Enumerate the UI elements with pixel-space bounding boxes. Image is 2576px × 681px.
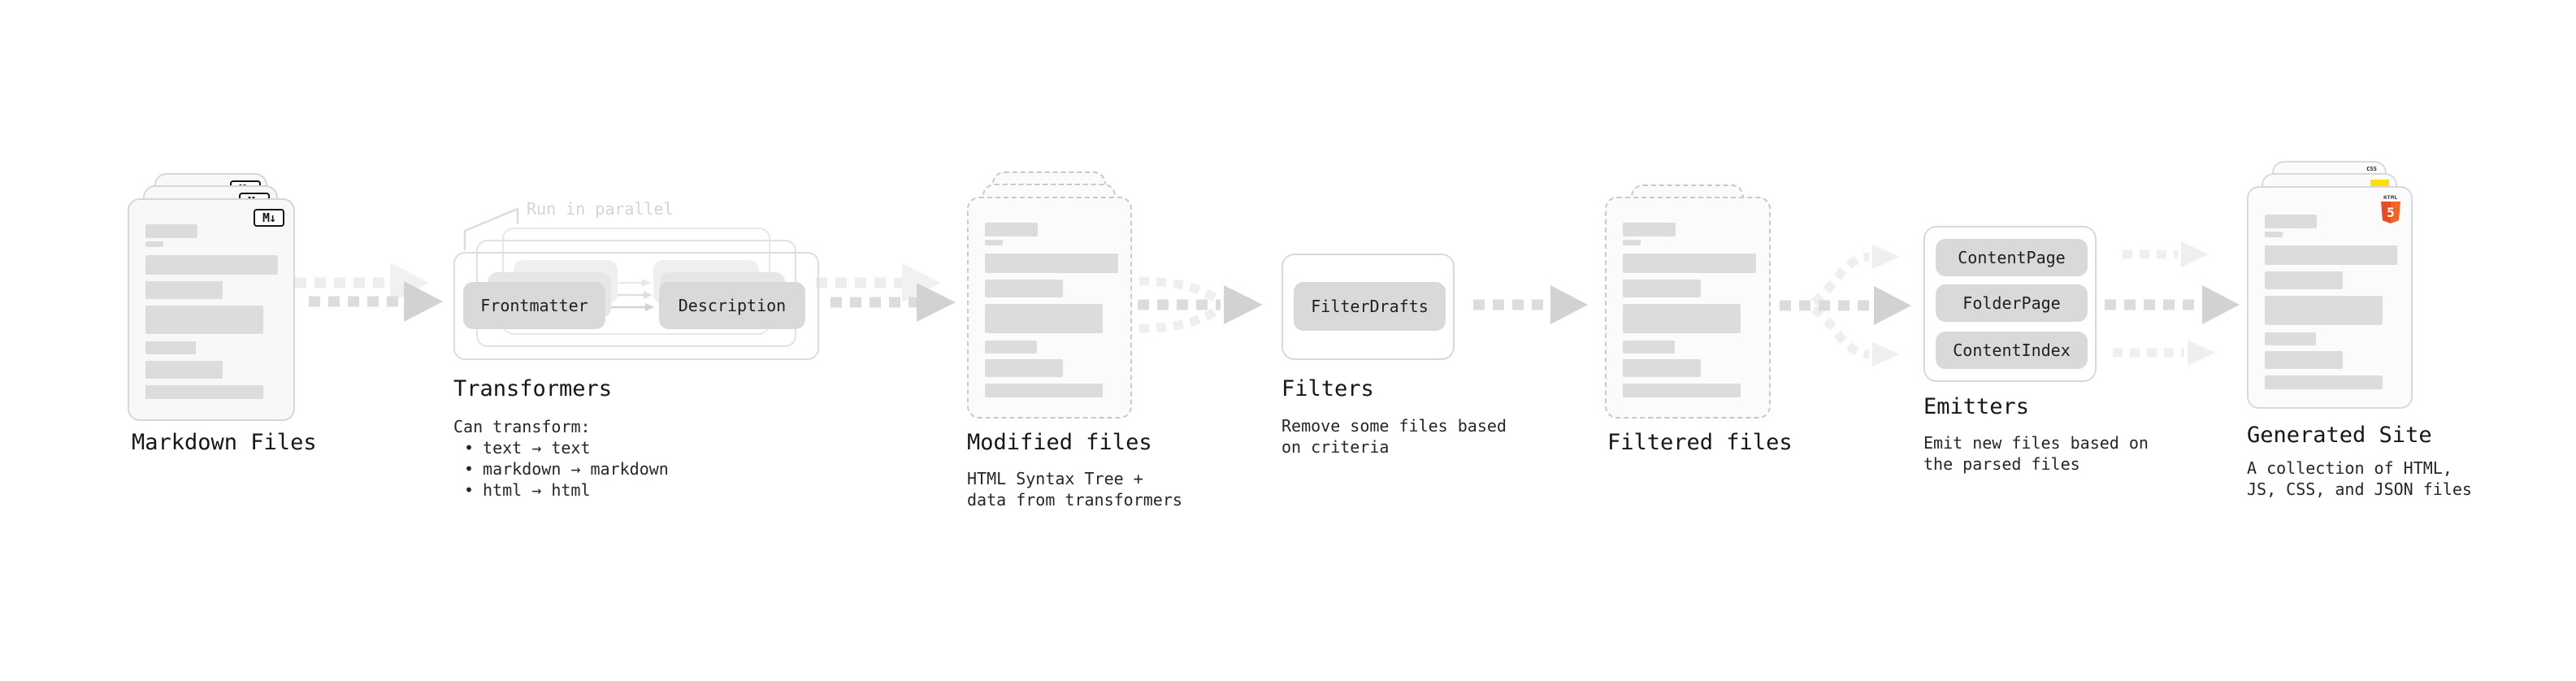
arrow-emitters-to-site-top: [2123, 241, 2209, 267]
doc-line: [2265, 271, 2343, 289]
can-transform-heading: Can transform:: [453, 417, 591, 436]
generated-subtitle: A collection of HTML, JS, CSS, and JSON …: [2247, 458, 2472, 499]
stage-title-generated: Generated Site: [2247, 423, 2432, 448]
stage-title-transformers: Transformers: [453, 376, 613, 401]
bullet-glyph: •: [464, 438, 475, 458]
arrow-emitters-to-site-middle: [2105, 285, 2240, 324]
bullet-glyph: •: [464, 480, 475, 500]
arrow-transformers-to-modified: [830, 283, 956, 322]
pill-label: ContentPage: [1958, 248, 2066, 267]
emitter-pill-folderpage: FolderPage: [1936, 284, 2088, 322]
doc-line: [1623, 384, 1741, 397]
bullet-item: • markdown → markdown: [464, 459, 669, 479]
emitters-subtitle: Emit new files based on the parsed files: [1923, 433, 2149, 474]
bullet-glyph: •: [464, 459, 475, 479]
doc-line: [2265, 351, 2343, 369]
stage-title-markdown: Markdown Files: [132, 430, 317, 455]
stage-title-filters: Filters: [1281, 376, 1374, 401]
arrow-markdown-to-transformers: [309, 281, 443, 322]
transformer-pill-frontmatter: Frontmatter: [463, 282, 605, 329]
doc-line: [2265, 232, 2283, 237]
pill-label: ContentIndex: [1953, 340, 2071, 360]
transformers-description: Can transform: • text → text • markdown …: [453, 416, 669, 501]
modified-subtitle: HTML Syntax Tree + data from transformer…: [967, 469, 1182, 510]
arrow-emitters-to-site-bottom: [2113, 340, 2215, 366]
doc-line: [2265, 215, 2317, 228]
filter-pill-filterdrafts: FilterDrafts: [1294, 282, 1446, 331]
doc-line: [985, 359, 1063, 377]
emitter-pill-contentpage: ContentPage: [1936, 239, 2088, 276]
stage-title-filtered: Filtered files: [1607, 430, 1793, 455]
doc-line: [1623, 359, 1701, 377]
doc-line: [1623, 240, 1641, 245]
arrow-modified-to-filters: [1138, 276, 1263, 333]
doc-line: [985, 223, 1038, 236]
emitter-pill-contentindex: ContentIndex: [1936, 332, 2088, 369]
filters-subtitle: Remove some files based on criteria: [1281, 416, 1507, 457]
doc-line: [145, 255, 278, 275]
doc-line: [1623, 254, 1756, 273]
emitters-container: ContentPage FolderPage ContentIndex: [1923, 226, 2097, 382]
transformer-pill-description: Description: [659, 282, 805, 329]
doc-line: [145, 281, 223, 299]
transformer-container-front: Frontmatter Description: [453, 252, 819, 360]
arrow-markdown-to-transformers-ghost: [295, 262, 429, 303]
doc-line: [985, 340, 1037, 354]
pill-label: Description: [678, 296, 787, 315]
doc-line: [145, 306, 263, 334]
doc-line: [145, 385, 263, 399]
bullet-item: • html → html: [464, 480, 591, 500]
doc-line: [985, 280, 1063, 297]
filters-container: FilterDrafts: [1281, 254, 1455, 360]
doc-line: [1623, 223, 1676, 236]
doc-line: [145, 224, 197, 238]
doc-line: [2265, 375, 2383, 389]
doc-line: [985, 304, 1103, 333]
bullet-item: • text → text: [464, 438, 591, 458]
site-file-card-html: HTML 5: [2247, 186, 2413, 409]
pill-label: FilterDrafts: [1311, 297, 1429, 316]
stage-title-modified: Modified files: [967, 430, 1152, 455]
doc-line: [1623, 304, 1741, 333]
doc-line: [1623, 340, 1675, 354]
doc-line: [985, 384, 1103, 397]
html5-icon: HTML 5: [2380, 194, 2401, 223]
pill-label: FolderPage: [1962, 293, 2061, 313]
filtered-file-card-front: [1605, 197, 1771, 419]
arrow-filters-to-filtered: [1473, 285, 1588, 324]
arrow-filtered-to-emitters: [1780, 245, 1911, 367]
markdown-icon: M↓: [254, 209, 284, 227]
pill-label: Frontmatter: [480, 296, 588, 315]
doc-line: [145, 361, 223, 379]
doc-line: [2265, 332, 2316, 345]
doc-line: [2265, 296, 2383, 325]
modified-file-card-front: [967, 197, 1132, 419]
markdown-file-card-front: M↓: [128, 198, 295, 421]
doc-line: [145, 241, 163, 247]
doc-line: [2265, 245, 2397, 265]
doc-line: [985, 254, 1118, 273]
stage-title-emitters: Emitters: [1923, 394, 2030, 419]
arrow-transformers-to-modified-ghost: [816, 263, 941, 302]
run-in-parallel-note: Run in parallel: [527, 199, 674, 219]
doc-line: [1623, 280, 1701, 297]
doc-line: [985, 240, 1003, 245]
doc-line: [145, 341, 196, 354]
